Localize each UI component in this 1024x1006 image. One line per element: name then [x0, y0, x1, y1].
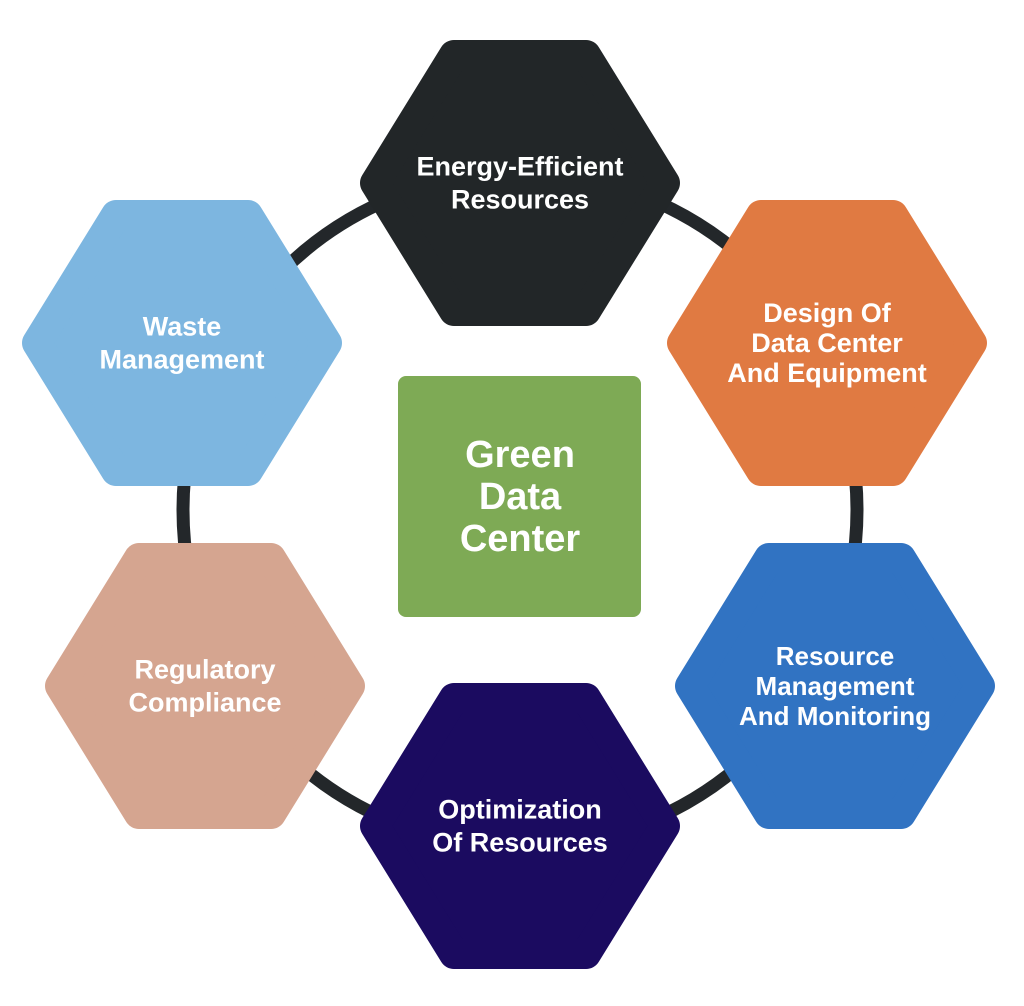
hexagon-shape [22, 200, 342, 486]
label-line: Resources [451, 185, 589, 215]
label-line: Data Center [751, 328, 903, 358]
label-line: Optimization [438, 795, 602, 825]
center-label-line: Data [479, 476, 562, 518]
label-line: Waste [143, 312, 222, 342]
center-label-line: Green [465, 434, 575, 476]
label-line: Energy-Efficient [416, 152, 623, 182]
label-line: Regulatory [134, 655, 275, 685]
hexagon-shape [360, 683, 680, 969]
hexagon-shape [667, 200, 987, 486]
center-label-line: Center [460, 518, 581, 560]
label-line: Of Resources [432, 828, 608, 858]
label-line: Management [756, 671, 915, 701]
hexagon-shape [675, 543, 995, 829]
label-line: Management [99, 345, 264, 375]
label-line: And Monitoring [739, 701, 931, 731]
label-line: Design Of [763, 298, 892, 328]
label-line: Compliance [128, 688, 281, 718]
hexagon-shape [360, 40, 680, 326]
hexagon-shape [45, 543, 365, 829]
center-box [398, 376, 641, 617]
label-line: Resource [776, 641, 895, 671]
label-line: And Equipment [727, 358, 926, 388]
